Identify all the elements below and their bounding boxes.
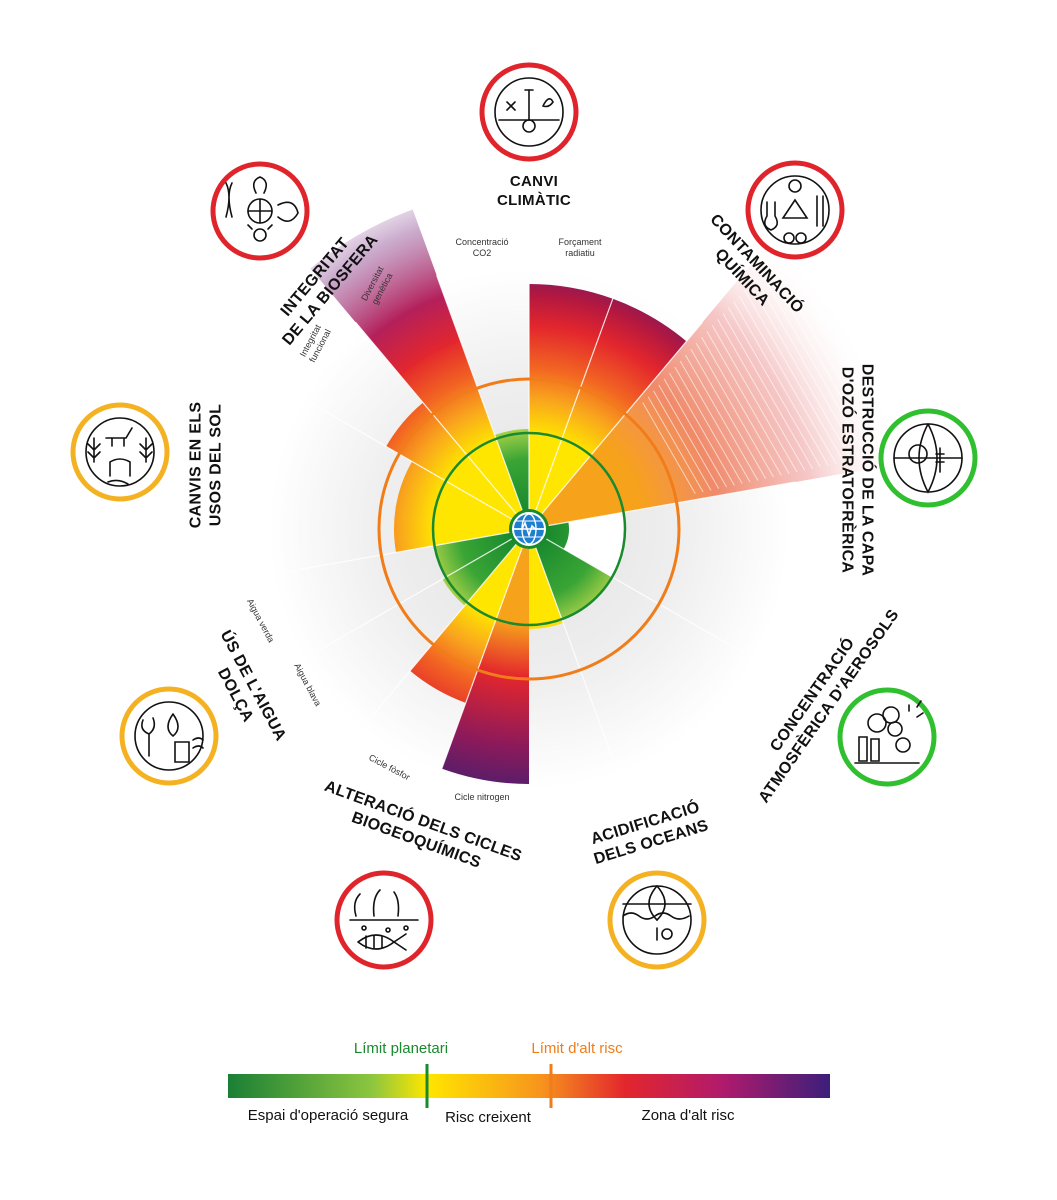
chemical-hatch-line (733, 301, 829, 466)
wedge-nitrogen (441, 547, 529, 784)
wedge-land-use (394, 461, 512, 553)
wedge-functional-integrity (386, 402, 517, 519)
boundary-title-line: USOS DEL SOL (208, 404, 225, 526)
soil-plants-fish-icon (334, 870, 434, 970)
thermometer-icon (479, 62, 579, 162)
legend-increasing-risk-label: Risc creixent (445, 1109, 532, 1126)
legend-high-risk-limit-label: Límit d'alt risc (531, 1040, 623, 1057)
legend-high-risk-zone-label: Zona d'alt risc (642, 1107, 735, 1124)
chemical-hatch-line (765, 265, 876, 456)
legend-gradient-bar (228, 1074, 830, 1098)
chemical-hatch-line (706, 331, 790, 474)
legend: Límit planetari Límit d'alt risc Espai d… (228, 1040, 830, 1126)
sector-separator (294, 393, 512, 520)
boundary-title-line: CLIMÀTIC (497, 192, 571, 209)
sector-separator (436, 547, 523, 783)
chemical-hatch-line (658, 384, 720, 489)
sub-boundary-label: Aigua verda (245, 597, 276, 644)
boundary-title-line: CANVIS EN ELS (188, 402, 205, 529)
boundary-wedges (310, 209, 904, 784)
wedge-chemical (541, 406, 687, 526)
chemical-hatch-line (770, 259, 884, 454)
ocean-ph-icon (607, 870, 707, 970)
chemical-hatch-line (711, 325, 798, 473)
boundary-title-canvi-climatic: CANVI CLIMÀTIC (497, 173, 571, 209)
sector-separators (262, 259, 796, 783)
chemical-hatch-line (653, 390, 712, 491)
chemical-hatch-line (663, 378, 728, 488)
land-use-icon (70, 402, 170, 502)
wedge-co2 (529, 284, 613, 511)
chemical-hatch-line (679, 360, 751, 483)
chemical-hatch-line (727, 307, 821, 468)
high-risk-limit-circle (377, 377, 681, 681)
boundary-title-line: D'OZÓ ESTRATOFRÈRICA (838, 367, 857, 574)
chemical-hatch-line (760, 271, 868, 458)
boundary-title-line: CANVI (510, 173, 558, 190)
chemical-hazard-icon (745, 160, 845, 260)
boundary-status-ring (119, 686, 219, 786)
boundary-status-ring (837, 687, 937, 787)
factory-pollution-icon (837, 687, 937, 787)
wedge-aerosols (535, 539, 586, 591)
sub-boundary-label: Cicle nitrogen (454, 792, 509, 802)
sub-boundary-label-line: radiatiu (565, 248, 595, 258)
sub-boundary-label-line: Concentració (455, 237, 508, 247)
sector-separator (354, 321, 517, 515)
sector-separator (535, 547, 622, 783)
chemical-hatch-line (754, 277, 861, 459)
chemical-hatch-line (738, 295, 837, 464)
ozone-safe-gap (563, 512, 625, 577)
chemical-hatch-line (647, 396, 704, 493)
legend-planetary-limit-label: Límit planetari (354, 1040, 448, 1057)
chemical-hatch-line (685, 354, 759, 481)
boundary-title-line: DESTRUCCIÓ DE LA CAPA (858, 364, 877, 577)
sub-boundary-label-line: Aigua verda (245, 597, 276, 644)
sector-separator (541, 321, 704, 515)
chemical-hatch-line (744, 289, 845, 463)
ozone-globe-icon (878, 408, 978, 508)
sub-boundary-label-line: Forçament (558, 237, 602, 247)
chemical-hatch-line (669, 372, 735, 486)
planetary-limit-circle (431, 431, 627, 627)
sector-separator (548, 481, 796, 527)
chemical-hatch-line (701, 337, 782, 476)
chemical-hatch-line (717, 319, 806, 471)
center-globe-icon (512, 512, 546, 546)
wedge-radiative-forcing (535, 298, 687, 514)
boundary-status-ring (70, 402, 170, 502)
chemical-hatch-line (642, 402, 696, 494)
water-plant-icon (119, 686, 219, 786)
legend-safe-zone-label: Espai d'operació segura (248, 1107, 409, 1124)
sector-separator (262, 531, 510, 577)
wedge-climate-green (494, 429, 529, 511)
chemical-hatch-line (690, 348, 767, 479)
sector-separator (535, 275, 622, 511)
biodiversity-icon (210, 161, 310, 261)
sub-boundary-label-line: CO2 (473, 248, 492, 258)
chemical-hatch-line (722, 313, 814, 469)
boundary-status-ring (745, 160, 845, 260)
wedge-phosphorus (410, 544, 523, 703)
sector-separator (436, 275, 523, 511)
wedge-genetic-diversity (400, 341, 523, 514)
chemical-hatch-line (695, 342, 774, 478)
wedge-green-water (435, 532, 512, 577)
wedge-blue-water (442, 539, 517, 606)
sub-boundary-label-line: Cicle nitrogen (454, 792, 509, 802)
sector-separator (354, 543, 517, 737)
chemical-hatch-line (674, 366, 743, 484)
chemical-hatch-line (749, 283, 853, 461)
sector-separator (294, 538, 512, 665)
sector-separator (546, 538, 764, 665)
